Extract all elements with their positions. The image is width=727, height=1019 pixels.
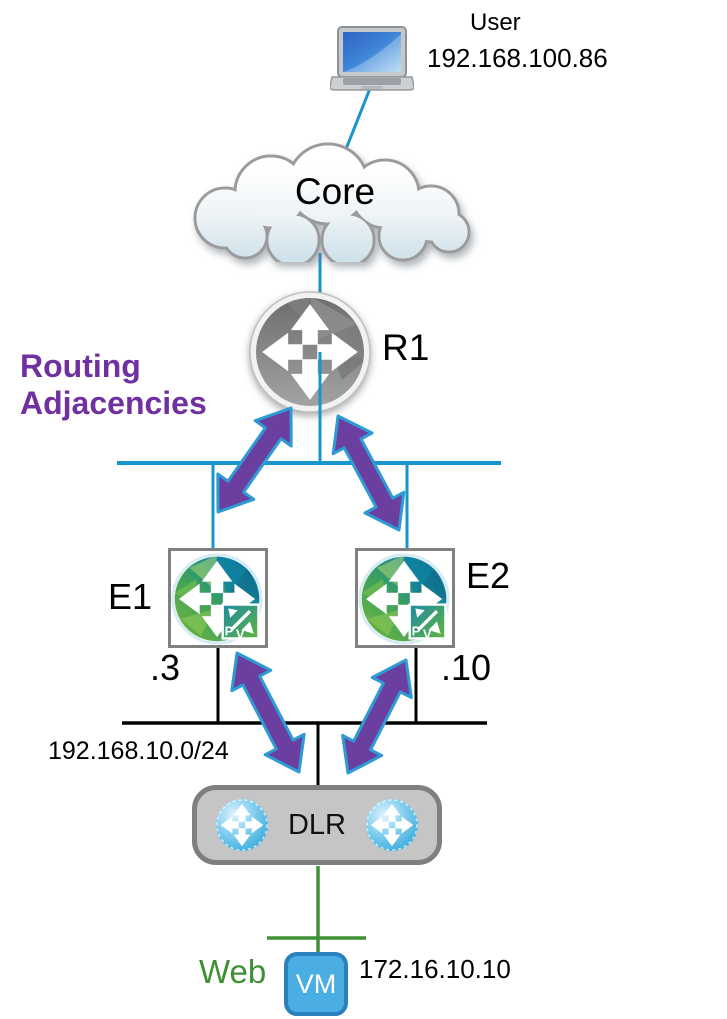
adjacency-arrow-r1-e2 [331, 414, 406, 532]
adjacency-arrow-e2-dlr [341, 658, 413, 775]
link-user-core [344, 85, 373, 150]
adjacency-arrow-e1-dlr [230, 651, 306, 774]
adjacency-arrow-r1-e1 [216, 406, 293, 514]
